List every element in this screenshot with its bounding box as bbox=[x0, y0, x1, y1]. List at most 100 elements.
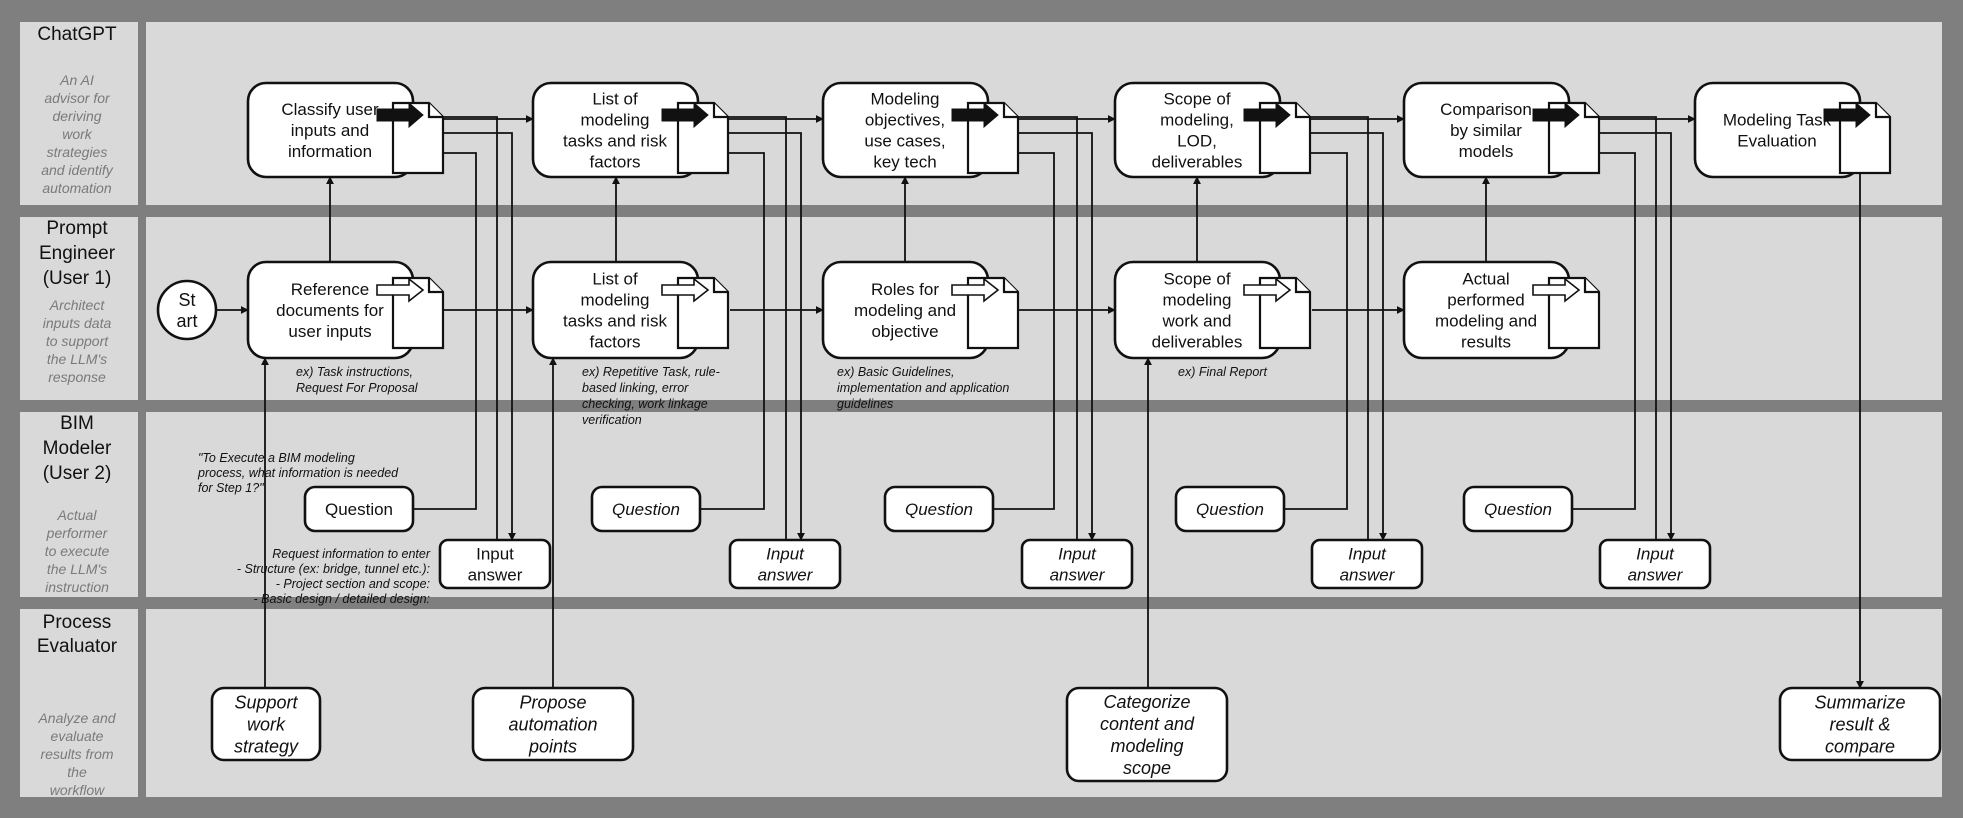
lane-3-name: Modeler bbox=[43, 438, 112, 459]
chatgpt-step-2-doc-icon-fold bbox=[712, 103, 728, 119]
lane-4-desc-line-4: the bbox=[67, 764, 87, 780]
chatgpt-step-3-line-3: use cases, bbox=[864, 131, 945, 150]
lane-4-desc-line-1: Analyze and bbox=[37, 710, 116, 726]
doc-to-input-3 bbox=[1008, 132, 1096, 541]
lane-3-name: (User 2) bbox=[43, 463, 112, 484]
lane-2-body bbox=[146, 217, 1942, 400]
chatgpt-step-6-doc-icon bbox=[1823, 101, 1892, 175]
chatgpt-step-6-line-1: Modeling Task bbox=[1723, 110, 1832, 129]
lane-4-desc-line-3: results from bbox=[40, 746, 113, 762]
engineer-note-3: ex) Basic Guidelines, bbox=[837, 365, 954, 379]
chatgpt-step-2-line-2: modeling bbox=[581, 110, 650, 129]
engineer-step-3-line-3: objective bbox=[871, 322, 938, 341]
engineer-note-2: checking, work linkage bbox=[582, 397, 708, 411]
engineer-note-2: verification bbox=[582, 413, 642, 427]
chatgpt-step-4-line-1: Scope of bbox=[1163, 89, 1230, 108]
lane-1-desc-line-5: strategies bbox=[47, 144, 108, 160]
engineer-step-2-line-2: modeling bbox=[581, 290, 650, 309]
evaluator-item-1-line-2: work bbox=[247, 714, 286, 734]
chatgpt-step-1-doc-icon bbox=[376, 101, 445, 175]
lane-1-desc-line-7: automation bbox=[42, 180, 111, 196]
engineer-step-4-line-2: modeling bbox=[1163, 290, 1232, 309]
modeler-request: Request information to enter bbox=[272, 547, 431, 561]
chatgpt-step-1-doc-icon-fold bbox=[427, 103, 443, 119]
modeler-request: - Project section and scope: bbox=[276, 577, 430, 591]
chatgpt-step-2-line-3: tasks and risk bbox=[563, 131, 667, 150]
evaluator-item-4-line-2: result & bbox=[1829, 714, 1890, 734]
input-answer-2-line-2: answer bbox=[758, 565, 814, 584]
lane-2-desc-line-2: inputs data bbox=[43, 315, 112, 331]
input-answer-3-line-1: Input bbox=[1058, 544, 1097, 563]
input-answer-3-line-2: answer bbox=[1050, 565, 1106, 584]
lane-3-desc-line-2: performer bbox=[46, 525, 109, 541]
engineer-step-5-line-2: performed bbox=[1447, 290, 1524, 309]
question-box-5 bbox=[1462, 485, 1574, 533]
chatgpt-step-1-line-3: information bbox=[288, 142, 372, 161]
engineer-step-1-line-3: user inputs bbox=[288, 322, 371, 341]
input-answer-4-line-1: Input bbox=[1348, 544, 1387, 563]
engineer-step-4-doc-icon bbox=[1243, 276, 1312, 350]
lane-1-desc-line-6: and identify bbox=[41, 162, 114, 178]
lane-4-desc-line-2: evaluate bbox=[51, 728, 104, 744]
lane-3-name: BIM bbox=[60, 413, 94, 434]
lane-1-body bbox=[146, 22, 1942, 205]
lane-1-desc-line-3: deriving bbox=[52, 108, 101, 124]
engineer-step-4-line-1: Scope of bbox=[1163, 269, 1230, 288]
evaluator-item-3-line-3: modeling bbox=[1110, 736, 1183, 756]
question-box-3 bbox=[883, 485, 995, 533]
engineer-step-4-line-3: work and bbox=[1162, 311, 1232, 330]
lane-4-body bbox=[146, 609, 1942, 797]
evaluator-item-2-line-3: points bbox=[528, 736, 577, 756]
engineer-step-5-line-3: modeling and bbox=[1435, 311, 1537, 330]
question-box-4 bbox=[1174, 485, 1286, 533]
chatgpt-step-5-doc-icon-arrow-solid bbox=[1532, 101, 1580, 129]
question-label-5: Question bbox=[1484, 500, 1552, 519]
evaluator-item-1-line-3: strategy bbox=[234, 736, 299, 756]
chatgpt-step-3-line-4: key tech bbox=[873, 152, 936, 171]
modeler-request: - Structure (ex: bridge, tunnel etc.): bbox=[237, 562, 430, 576]
lane-1-desc-line-2: advisor for bbox=[44, 90, 111, 106]
lane-2-name: (User 1) bbox=[43, 268, 112, 289]
input-answer-4-line-2: answer bbox=[1340, 565, 1396, 584]
evaluator-item-1-line-1: Support bbox=[234, 692, 298, 712]
chatgpt-step-4-line-2: modeling, bbox=[1160, 110, 1234, 129]
chatgpt-step-3-doc-icon-fold bbox=[1002, 103, 1018, 119]
question-label-1: Question bbox=[325, 500, 393, 519]
chatgpt-step-3-doc-icon bbox=[951, 101, 1020, 175]
evaluator-item-3-line-4: scope bbox=[1123, 758, 1171, 778]
modeler-quote: process, what information is needed bbox=[197, 466, 399, 480]
lane-2-name: Prompt bbox=[46, 218, 108, 239]
evaluator-box-4 bbox=[1778, 686, 1942, 762]
lane-4-desc-line-5: workflow bbox=[50, 782, 105, 798]
engineer-step-3-doc-icon-fold bbox=[1002, 278, 1018, 294]
lane-3-label-cell bbox=[20, 412, 138, 597]
chatgpt-step-5-line-2: by similar bbox=[1450, 121, 1522, 140]
engineer-note-1: ex) Task instructions, bbox=[296, 365, 413, 379]
engineer-step-3-doc-icon-arrow-outline bbox=[951, 277, 1000, 303]
input-answer-box-5 bbox=[1598, 538, 1712, 590]
question-label-4: Question bbox=[1196, 500, 1264, 519]
lane-1-label-cell bbox=[20, 22, 138, 205]
evaluator-item-3-line-1: Categorize bbox=[1103, 692, 1190, 712]
chatgpt-step-1-doc-icon-arrow-solid bbox=[376, 101, 424, 129]
engineer-note-1: Request For Proposal bbox=[296, 381, 419, 395]
lane-2-desc-line-1: Architect bbox=[49, 297, 106, 313]
engineer-step-2-line-4: factors bbox=[589, 332, 640, 351]
engineer-step-1-line-2: documents for bbox=[276, 301, 384, 320]
chatgpt-step-4-doc-icon-fold bbox=[1294, 103, 1310, 119]
doc-to-input-1 bbox=[433, 132, 516, 541]
modeler-quote: for Step 1?" bbox=[198, 481, 264, 495]
chatgpt-step-4-doc-icon bbox=[1243, 101, 1312, 175]
lane-2-desc-line-5: response bbox=[48, 369, 106, 385]
lane-3-desc-line-1: Actual bbox=[57, 507, 98, 523]
doc-to-input-2 bbox=[718, 132, 805, 541]
engineer-step-3-line-1: Roles for bbox=[871, 280, 939, 299]
question-box-1 bbox=[303, 485, 415, 533]
question-box-2 bbox=[590, 485, 702, 533]
start-node-line-2: art bbox=[176, 311, 197, 331]
engineer-step-2-doc-icon bbox=[661, 276, 730, 350]
lane-3-desc-line-5: instruction bbox=[45, 579, 109, 595]
input-answer-box-1 bbox=[438, 538, 552, 590]
lane-4-name: Evaluator bbox=[37, 636, 118, 657]
